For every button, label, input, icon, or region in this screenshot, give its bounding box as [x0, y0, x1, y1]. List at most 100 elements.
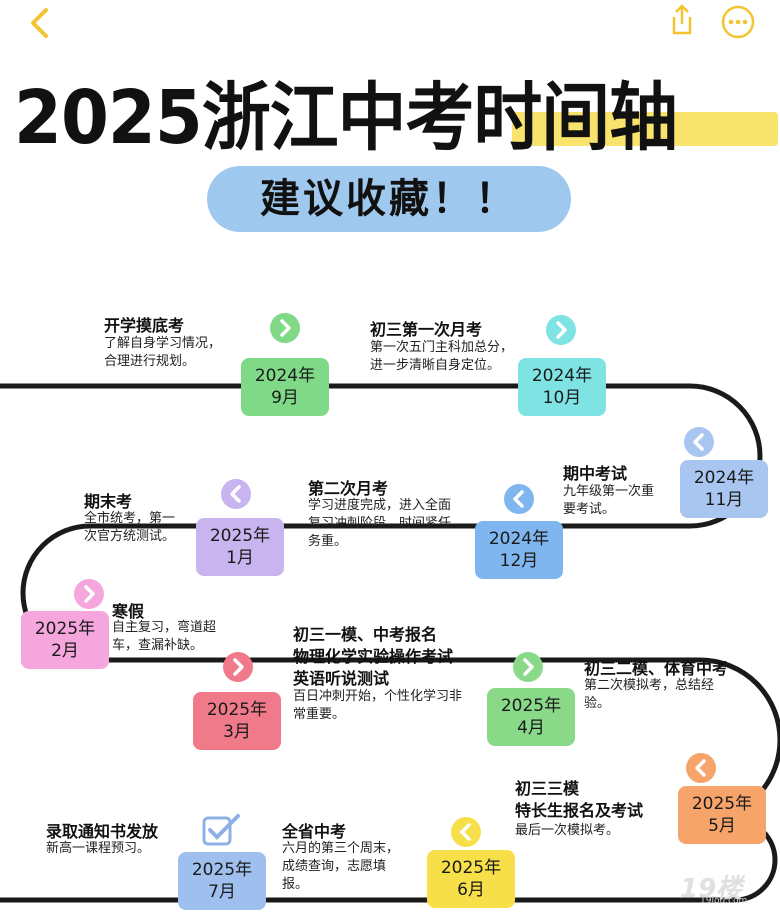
chevron-right-icon: [545, 314, 577, 346]
event-description: 第二次模拟考，总结经验。: [584, 677, 714, 713]
event-title: 期中考试: [563, 464, 628, 483]
check-box-icon: [202, 812, 240, 846]
date-year: 2024年: [254, 366, 316, 386]
date-year: 2025年: [691, 794, 753, 814]
event-description: 九年级第一次重要考试。: [563, 483, 654, 519]
watermark: 19楼: [680, 874, 743, 904]
chevron-left-icon: [31, 8, 48, 38]
event-title: 全省中考: [282, 822, 347, 841]
event-description: 六月的第三个周末， 成绩查询，志愿填报。: [282, 840, 399, 894]
event-title: 开学摸底考: [104, 316, 185, 335]
date-year: 2025年: [500, 696, 562, 716]
event-title: 初三一模、中考报名: [293, 625, 438, 644]
page-title: 2025浙江中考时间轴: [14, 75, 678, 161]
date-month: 5月: [708, 816, 736, 836]
date-month: 3月: [223, 722, 251, 742]
more-dots-icon: [721, 5, 755, 39]
event-description: 最后一次模拟考。: [515, 822, 619, 840]
date-year: 2025年: [206, 700, 268, 720]
more-button[interactable]: [720, 4, 756, 40]
date-month: 2月: [51, 641, 79, 661]
event-description: 第一次五门主科加总分， 进一步清晰自身定位。: [370, 339, 513, 375]
chevron-right-icon: [269, 312, 301, 344]
chevron-right-icon: [73, 578, 105, 610]
event-description: 自主复习，弯道超车，查漏补缺。: [112, 619, 216, 655]
event-title: 初三二模、体育中考: [584, 659, 729, 678]
date-year: 2025年: [440, 858, 502, 878]
chevron-left-icon: [220, 478, 252, 510]
event-description: 全市统考，第一次官方统测试。: [84, 510, 175, 546]
chevron-left-icon: [683, 426, 715, 458]
event-title: 特长生报名及考试: [515, 801, 644, 820]
chevron-right-icon: [222, 651, 254, 683]
event-description-line: 百日冲刺开始，个性化学习非: [293, 689, 463, 704]
subtitle: 建议收藏！！: [260, 176, 518, 222]
date-month: 6月: [457, 880, 485, 900]
event-description-line: 合理进行规划。: [104, 354, 196, 369]
event-description-line: 全市统考，第一: [84, 511, 176, 526]
event-description-line: 了解自身学习情况，: [104, 336, 222, 351]
watermark-sub: 19lou.com: [700, 896, 748, 906]
chevron-right-icon: [512, 651, 544, 683]
event-description: 了解自身学习情况， 合理进行规划。: [104, 335, 221, 371]
event-description-line: 复习冲刺阶段，时间紧任: [308, 516, 452, 531]
date-year: 2024年: [531, 366, 593, 386]
event-description-line: 次官方统测试。: [84, 529, 176, 544]
date-month: 12月: [499, 551, 539, 571]
event-description-line: 第二次模拟考，总结经: [584, 678, 715, 693]
event-title: 初三第一次月考: [370, 320, 483, 339]
date-year: 2025年: [191, 860, 253, 880]
event-title: 英语听说测试: [293, 669, 390, 688]
chevron-left-icon: [450, 816, 482, 848]
date-month: 11月: [704, 490, 744, 510]
title-highlight: [512, 112, 778, 146]
date-year: 2025年: [34, 619, 96, 639]
event-description-line: 报。: [282, 877, 309, 892]
chevron-left-icon: [503, 483, 535, 515]
event-description-line: 自主复习，弯道超: [112, 620, 217, 635]
event-title: 第二次月考: [308, 479, 389, 498]
event-description-line: 最后一次模拟考。: [515, 823, 620, 838]
event-title: 初三三模: [515, 779, 580, 798]
date-month: 4月: [517, 718, 545, 738]
date-month: 10月: [542, 388, 582, 408]
subtitle-pill: [207, 166, 571, 232]
event-description-line: 进一步清晰自身定位。: [370, 358, 501, 373]
date-month: 7月: [208, 882, 236, 902]
event-title: 寒假: [112, 602, 145, 621]
event-description-line: 六月的第三个周末，: [282, 841, 400, 856]
event-description-line: 成绩查询，志愿填: [282, 859, 387, 874]
event-description: 学习进度完成，进入全面复习冲刺阶段，时间紧任务重。: [308, 497, 451, 551]
date-month: 1月: [226, 548, 254, 568]
event-title: 物理化学实验操作考试: [293, 647, 454, 666]
date-year: 2024年: [488, 529, 550, 549]
date-year: 2025年: [209, 526, 271, 546]
event-description-line: 务重。: [308, 534, 348, 549]
chevron-left-icon: [685, 752, 717, 784]
back-button[interactable]: [24, 6, 58, 40]
event-description-line: 验。: [584, 696, 611, 711]
event-title: 录取通知书发放: [46, 822, 159, 841]
share-icon: [672, 4, 692, 35]
event-description: 百日冲刺开始，个性化学习非常重要。: [293, 688, 462, 724]
date-month: 9月: [271, 388, 299, 408]
event-description: 新高一课程预习。: [46, 840, 150, 858]
event-description-line: 学习进度完成，进入全面: [308, 498, 452, 513]
event-description-line: 第一次五门主科加总分，: [370, 340, 514, 355]
share-button[interactable]: [664, 2, 700, 38]
event-description-line: 要考试。: [563, 502, 616, 517]
event-description-line: 新高一课程预习。: [46, 841, 151, 856]
event-description-line: 常重要。: [293, 707, 346, 722]
event-title: 期末考: [84, 492, 133, 511]
